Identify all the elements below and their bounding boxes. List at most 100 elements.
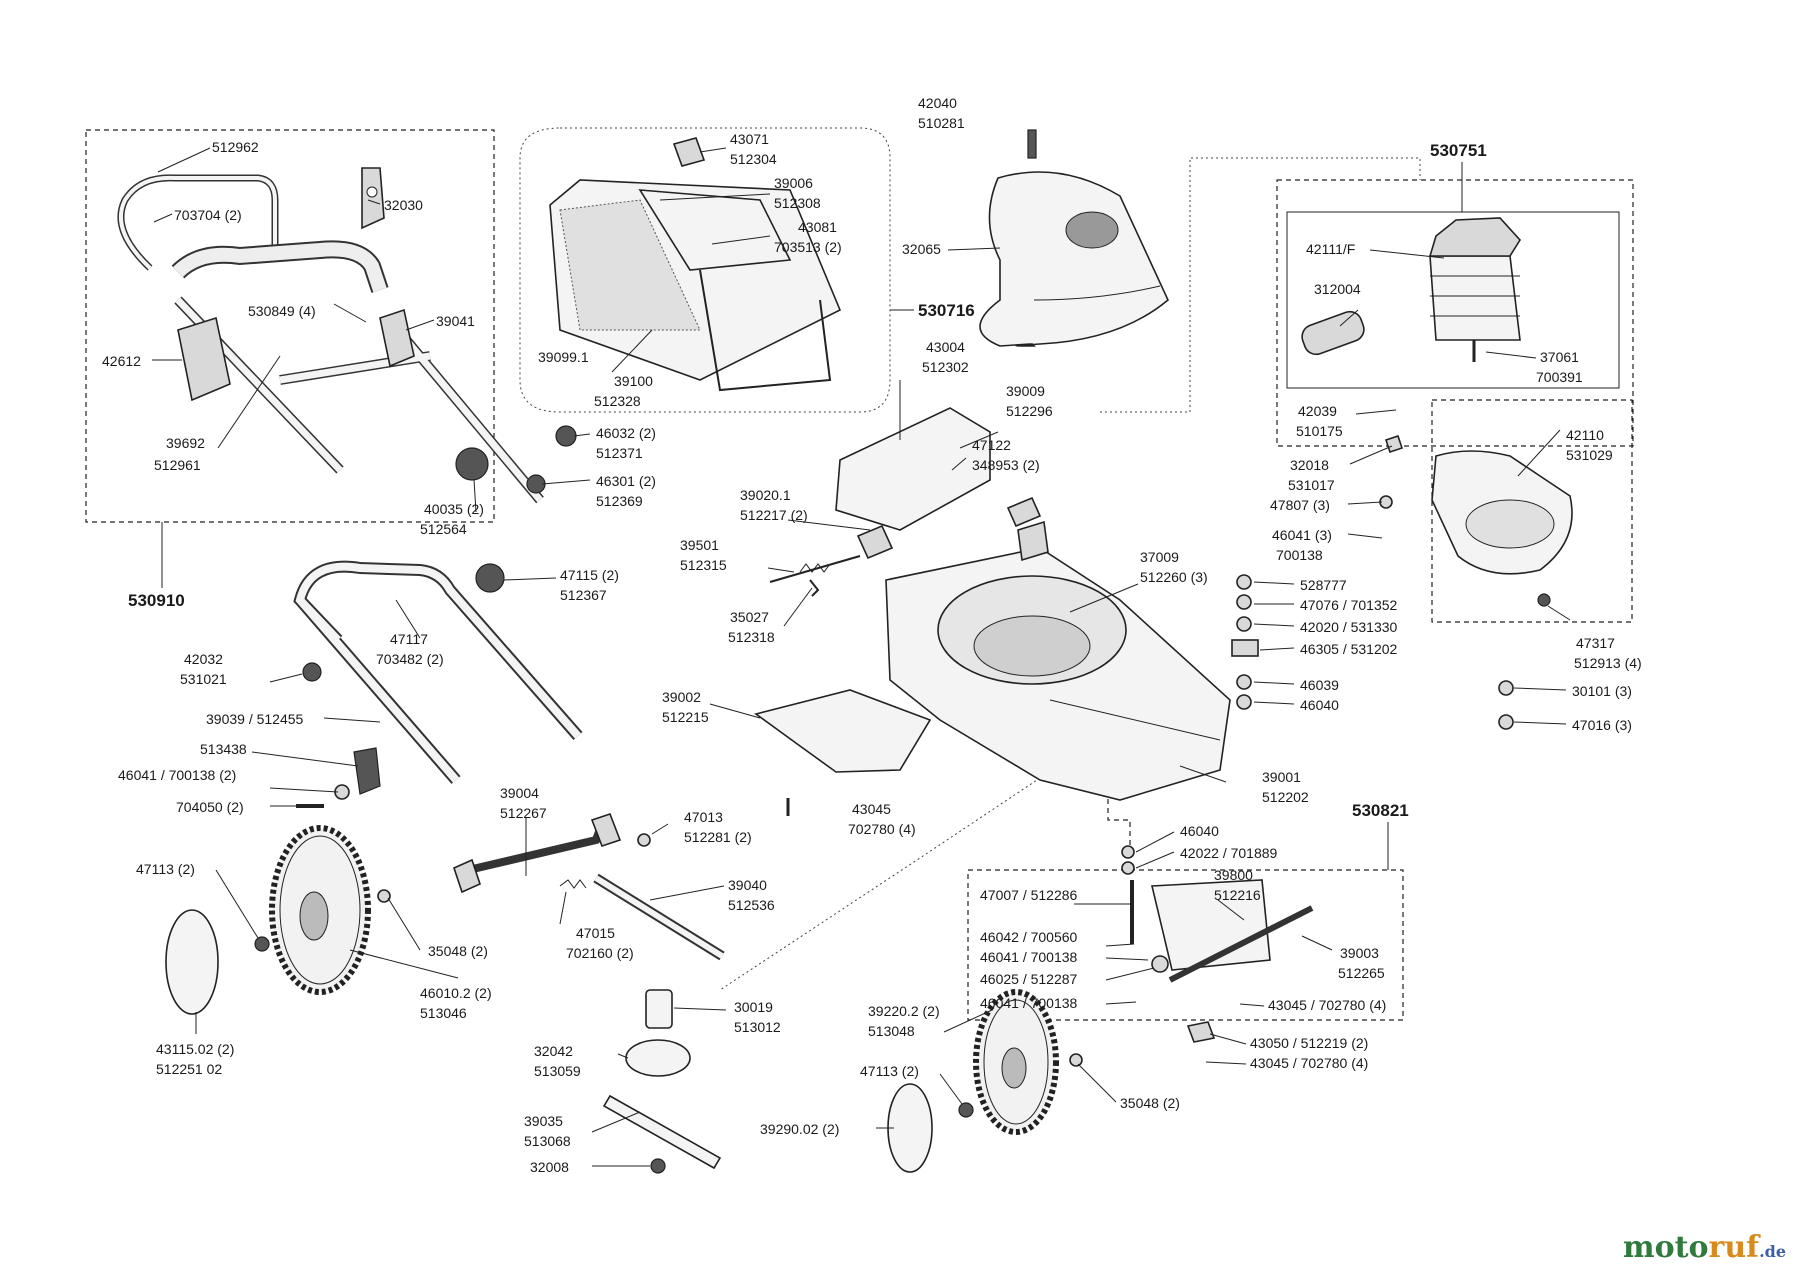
label-47317: 47317	[1576, 635, 1615, 651]
group-label-530821: 530821	[1352, 801, 1409, 820]
label-43004: 43004	[926, 339, 965, 355]
plug-icon	[856, 524, 894, 560]
label-35048a: 35048 (2)	[428, 943, 488, 959]
spring-rod-icon	[769, 555, 861, 583]
nut-icon-2	[1498, 680, 1514, 696]
label-39003: 39003	[1340, 945, 1379, 961]
handle-bracket-left-icon	[177, 316, 231, 402]
group-box-530821	[967, 869, 1404, 1021]
label-32030: 32030	[384, 197, 423, 213]
washer-stack-icon-2	[1236, 594, 1252, 610]
group-box-chute	[1431, 399, 1633, 623]
label-32065: 32065	[902, 241, 941, 257]
label-39041: 39041	[436, 313, 475, 329]
flap-part	[835, 407, 991, 531]
leader-deck-bolts	[1107, 790, 1131, 850]
star-knob-icon	[555, 425, 577, 447]
washer-stack-icon-3	[1236, 616, 1252, 632]
label-510175: 510175	[1296, 423, 1343, 439]
label-39035: 39035	[524, 1113, 563, 1129]
label-700391: 700391	[1536, 369, 1583, 385]
label-39004: 39004	[500, 785, 539, 801]
label-530849: 530849 (4)	[248, 303, 316, 319]
label-703704: 703704 (2)	[174, 207, 242, 223]
group-label-530910: 530910	[128, 591, 185, 610]
knob-icon	[302, 662, 322, 682]
group-label-530751: 530751	[1430, 141, 1487, 160]
rear-axle-part	[453, 812, 622, 894]
label-46025: 46025 / 512287	[980, 971, 1078, 987]
label-39020: 39020.1	[740, 487, 791, 503]
rear-wheel-part	[269, 825, 371, 995]
motor-part	[1428, 217, 1521, 362]
group-box-530716	[519, 127, 891, 413]
label-512913: 512913 (4)	[1574, 655, 1642, 671]
label-40035: 40035 (2)	[424, 501, 484, 517]
label-43050: 43050 / 512219 (2)	[1250, 1035, 1368, 1051]
fan-part	[625, 1039, 691, 1077]
label-702160: 702160 (2)	[566, 945, 634, 961]
label-39039: 39039 / 512455	[206, 711, 304, 727]
label-32008: 32008	[530, 1159, 569, 1175]
washer-icon-5	[1069, 1053, 1083, 1067]
label-46032: 46032 (2)	[596, 425, 656, 441]
label-512281: 512281 (2)	[684, 829, 752, 845]
spacer-icon	[1151, 955, 1169, 973]
label-47113b: 47113 (2)	[860, 1063, 919, 1079]
label-37009: 37009	[1140, 549, 1179, 565]
screw-icon-2	[1537, 593, 1551, 607]
label-512251: 512251 02	[156, 1061, 222, 1077]
label-512371: 512371	[596, 445, 643, 461]
label-46301: 46301 (2)	[596, 473, 656, 489]
leader-motor-cover	[1100, 157, 1421, 413]
spring-icon-2	[559, 879, 587, 889]
label-47016: 47016 (3)	[1572, 717, 1632, 733]
label-46041b: 46041 (3)	[1272, 527, 1332, 543]
label-512267: 512267	[500, 805, 547, 821]
label-512315: 512315	[680, 557, 727, 573]
label-512367: 512367	[560, 587, 607, 603]
label-43045c: 43045 / 702780 (4)	[1250, 1055, 1368, 1071]
handle-clip-icon	[361, 167, 385, 230]
label-512217: 512217 (2)	[740, 507, 808, 523]
label-35048b: 35048 (2)	[1120, 1095, 1180, 1111]
label-39220: 39220.2 (2)	[868, 1003, 940, 1019]
star-knob-icon-2	[475, 563, 505, 593]
label-312004: 312004	[1314, 281, 1361, 297]
blade-bolt-icon	[650, 1158, 666, 1174]
plug-icon-2	[1006, 496, 1042, 528]
group-box-530751-inner	[1286, 211, 1620, 389]
label-512961: 512961	[154, 457, 201, 473]
chute-part	[1431, 450, 1573, 575]
label-42032: 42032	[184, 651, 223, 667]
mower-deck-part	[885, 520, 1231, 801]
nut-icon	[254, 936, 270, 952]
label-512202: 512202	[1262, 789, 1309, 805]
label-703513: 703513 (2)	[774, 239, 842, 255]
label-43045b: 43045 / 702780 (4)	[1268, 997, 1386, 1013]
group-box-530910	[85, 129, 495, 523]
label-512304: 512304	[730, 151, 777, 167]
label-47015: 47015	[576, 925, 615, 941]
washer-stack-icon-4	[1236, 674, 1252, 690]
leader-lines	[152, 147, 1571, 1167]
label-42111: 42111/F	[1306, 241, 1355, 257]
label-47115: 47115 (2)	[560, 567, 619, 583]
label-510281: 510281	[918, 115, 965, 131]
label-512216: 512216	[1214, 887, 1261, 903]
nut-icon-4	[958, 1102, 974, 1118]
label-39501: 39501	[680, 537, 719, 553]
label-47013: 47013	[684, 809, 723, 825]
label-513012: 513012	[734, 1019, 781, 1035]
label-30101: 30101 (3)	[1572, 683, 1632, 699]
label-42612: 42612	[102, 353, 141, 369]
group-box-530751	[1276, 179, 1634, 447]
label-39001: 39001	[1262, 769, 1301, 785]
label-703482: 703482 (2)	[376, 651, 444, 667]
label-512302: 512302	[922, 359, 969, 375]
label-513438: 513438	[200, 741, 247, 757]
hubcap-part	[165, 909, 219, 1015]
washer-stack-icon-1	[1236, 574, 1252, 590]
label-47807: 47807 (3)	[1270, 497, 1330, 513]
label-32042: 32042	[534, 1043, 573, 1059]
